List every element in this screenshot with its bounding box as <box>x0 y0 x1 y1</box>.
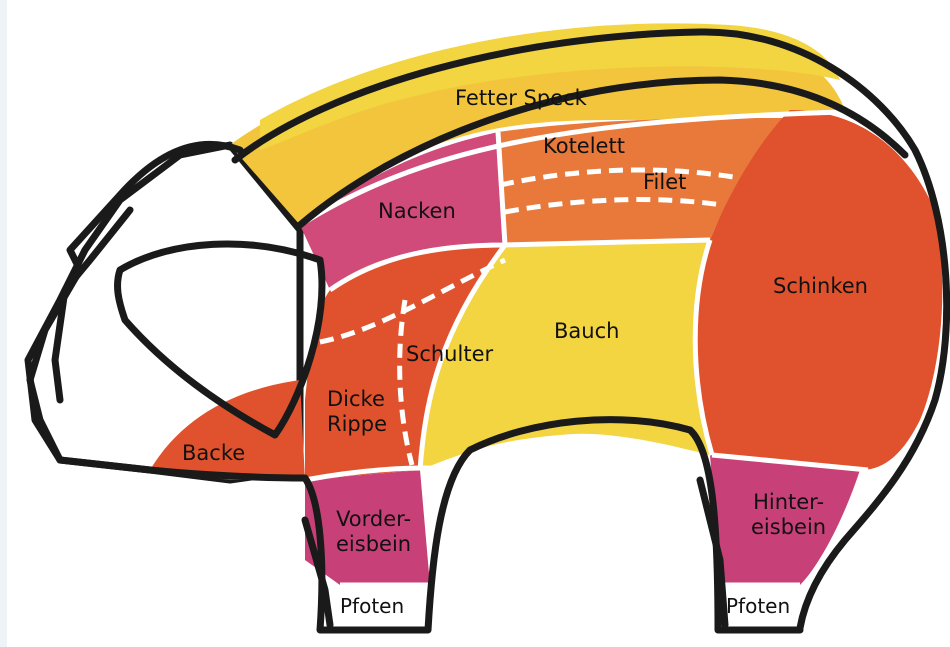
label-pfoten-vorne: Pfoten <box>340 594 404 619</box>
label-schinken: Schinken <box>773 274 868 299</box>
label-schulter: Schulter <box>406 342 493 367</box>
left-border <box>0 0 7 647</box>
label-vordereisbein-line1: Vorder- <box>336 507 411 532</box>
label-dicke-rippe-line2: Rippe <box>327 412 387 437</box>
label-hintereisbein: Hinter- eisbein <box>751 490 826 540</box>
label-dicke-rippe-line1: Dicke <box>327 387 387 412</box>
label-nacken: Nacken <box>378 199 456 224</box>
label-vordereisbein: Vorder- eisbein <box>336 507 411 557</box>
label-filet: Filet <box>643 170 686 195</box>
label-bauch: Bauch <box>554 319 619 344</box>
label-fetter-speck: Fetter Speck <box>455 86 587 111</box>
label-backe: Backe <box>182 441 245 466</box>
label-vordereisbein-line2: eisbein <box>336 532 411 557</box>
label-hintereisbein-line2: eisbein <box>751 515 826 540</box>
label-pfoten-hinten: Pfoten <box>726 594 790 619</box>
label-dicke-rippe: Dicke Rippe <box>327 387 387 437</box>
label-kotelett: Kotelett <box>543 134 625 159</box>
label-hintereisbein-line1: Hinter- <box>751 490 826 515</box>
